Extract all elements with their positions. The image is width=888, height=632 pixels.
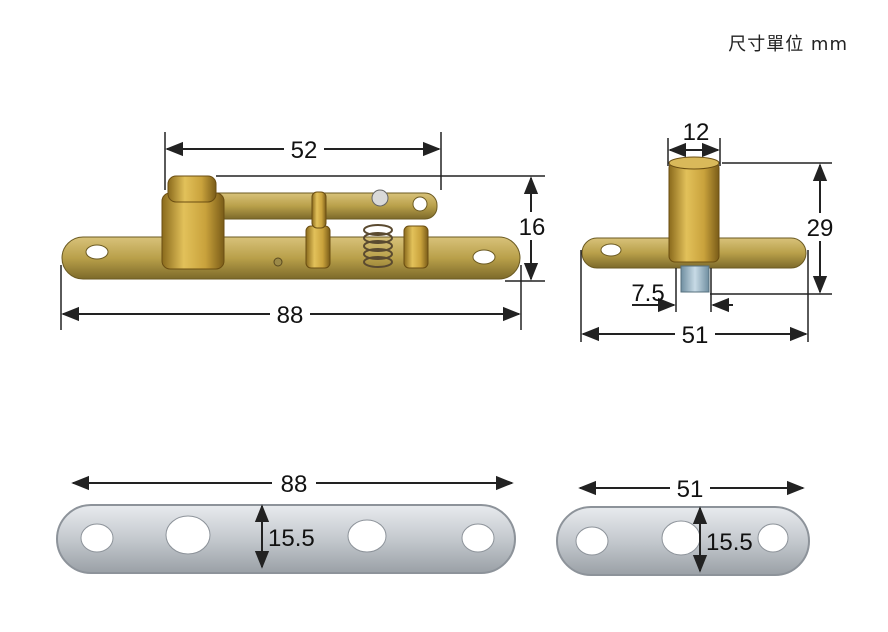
pin-stub xyxy=(680,265,710,293)
plate-hole-2 xyxy=(165,515,211,555)
dim-pin-diameter: 12 xyxy=(683,119,710,146)
pivot-pin-side-view: 12 29 7.5 51 xyxy=(580,119,837,349)
screw-head xyxy=(371,189,389,207)
post-left xyxy=(305,225,331,269)
plate-hole-right xyxy=(472,249,496,265)
brass-pivot-body xyxy=(161,192,225,270)
arm-hole xyxy=(412,196,428,212)
dim-length: 51 xyxy=(677,476,704,503)
dim-length: 88 xyxy=(281,471,308,498)
plate-hole-1 xyxy=(80,523,114,553)
dim-height: 29 xyxy=(807,215,834,242)
dim-width: 15.5 xyxy=(268,525,315,552)
unit-note: 尺寸單位 mm xyxy=(728,34,848,55)
plate-hole-left xyxy=(85,244,109,260)
dim-width-total: 51 xyxy=(682,322,709,349)
dim-width: 15.5 xyxy=(706,529,753,556)
mounting-plate-long: 88 15.5 xyxy=(56,469,516,574)
plate-hole-3 xyxy=(347,519,387,553)
dim-pin-offset: 7.5 xyxy=(631,280,664,307)
mounting-plate-short: 51 15.5 xyxy=(556,474,810,576)
plate-hole-2 xyxy=(661,520,701,556)
post-right xyxy=(403,225,429,269)
plate-hole-1 xyxy=(575,526,609,556)
dim-width-total: 88 xyxy=(277,302,304,329)
base-plate xyxy=(61,236,521,280)
dim-arm-length: 52 xyxy=(291,137,318,164)
brass-pin-body xyxy=(668,161,720,263)
plate-hole xyxy=(600,243,622,257)
brass-pivot-top xyxy=(167,175,217,203)
pivot-hinge-side-view: 52 16 88 xyxy=(60,132,549,330)
rivet xyxy=(273,257,283,267)
plate-hole-4 xyxy=(461,523,495,553)
dim-height: 16 xyxy=(519,214,546,241)
plate-hole-3 xyxy=(757,523,789,553)
brass-pin-top xyxy=(668,156,720,170)
spring xyxy=(363,224,393,268)
post-left-top xyxy=(311,191,327,229)
